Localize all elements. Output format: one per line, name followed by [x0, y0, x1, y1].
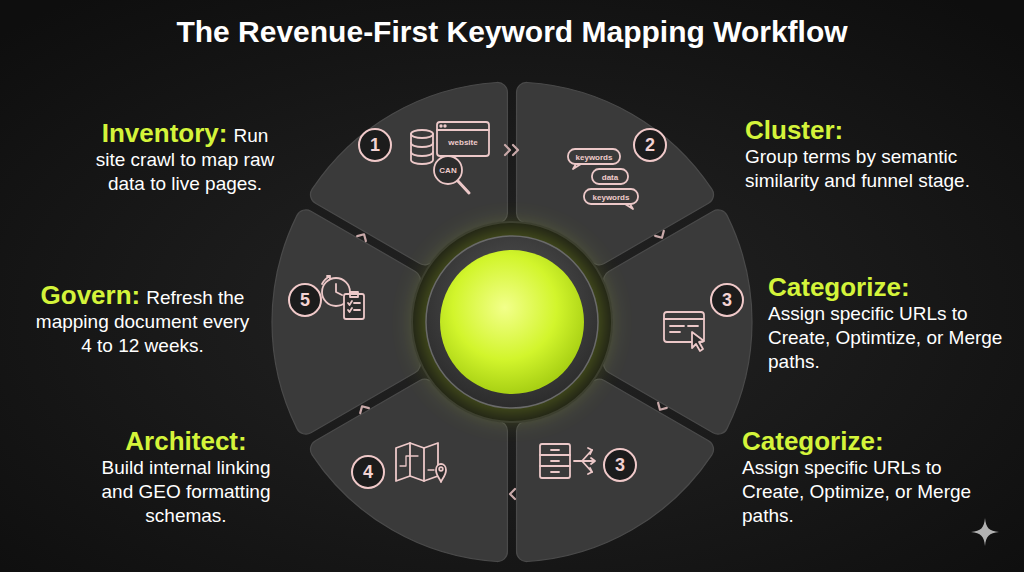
center-glow: [420, 230, 604, 414]
center-bezel: [426, 236, 598, 408]
step-number-badge: 5: [287, 282, 323, 318]
categorize-icon: [540, 444, 595, 478]
step-text: Inventory:Run site crawl to map raw data…: [85, 118, 285, 196]
callout-number: 3: [602, 447, 638, 483]
callout-number: 5: [287, 282, 323, 318]
inventory-icon: [411, 122, 489, 193]
step-text: Architect:Build internal linking and GEO…: [95, 426, 277, 528]
step-description: Assign specific URLs to Create, Optimize…: [742, 456, 1004, 528]
step-number-badge: 2: [632, 127, 668, 163]
categorize-icon: [664, 312, 704, 351]
center-button: [440, 250, 584, 394]
ring-segments: [272, 82, 752, 561]
step-description: Assign specific URLs to Create, Optimtiz…: [768, 302, 1004, 374]
icon-text: keywords: [593, 192, 630, 201]
step-text: Categorize:Assign specific URLs to Creat…: [768, 272, 1004, 374]
flow-chevron: [656, 403, 667, 412]
title: The Revenue-First Keyword Mapping Workfl…: [0, 12, 1024, 52]
architect-icon: [396, 443, 446, 482]
callout-number: 4: [350, 454, 386, 490]
cluster-icon: [568, 149, 638, 209]
step-number-badge: 1: [357, 127, 393, 163]
step-number-badge: 4: [350, 454, 386, 490]
flow-chevron: [357, 232, 368, 241]
step-description: Group terms by semantic similarity and f…: [745, 145, 970, 193]
icon-text: data: [602, 172, 618, 181]
icon-text: website: [448, 138, 477, 147]
watermark-sparkle: [971, 518, 999, 546]
callout-number: 2: [632, 127, 668, 163]
step-text: Govern:Refresh the mapping document ever…: [35, 280, 250, 358]
callout-number: 1: [357, 127, 393, 163]
step-heading: Categorize:: [742, 426, 1004, 456]
flow-chevron: [358, 404, 369, 413]
inner-ring: [412, 222, 612, 422]
govern-icon: [322, 276, 364, 319]
step-number-badge: 3: [709, 282, 745, 318]
flow-chevron: [655, 231, 666, 240]
icon-text: keywords: [576, 152, 613, 161]
icon-text: CAN: [439, 166, 456, 175]
step-heading: Inventory:: [102, 118, 228, 148]
step-text: Categorize:Assign specific URLs to Creat…: [742, 426, 1004, 528]
step-text: Cluster:Group terms by semantic similari…: [745, 115, 970, 193]
step-heading: Cluster:: [745, 115, 970, 145]
step-description: Build internal linking and GEO formattin…: [95, 456, 277, 528]
step-icons: [322, 122, 704, 482]
step-heading: Architect:: [95, 426, 277, 456]
callout-number: 3: [709, 282, 745, 318]
step-heading: Govern:: [41, 280, 141, 310]
step-number-badge: 3: [602, 447, 638, 483]
flow-chevron: [505, 145, 518, 155]
ring-segment: [272, 210, 420, 434]
step-heading: Categorize:: [768, 272, 1004, 302]
flow-chevron: [510, 489, 515, 499]
flow-chevrons: [357, 145, 667, 499]
